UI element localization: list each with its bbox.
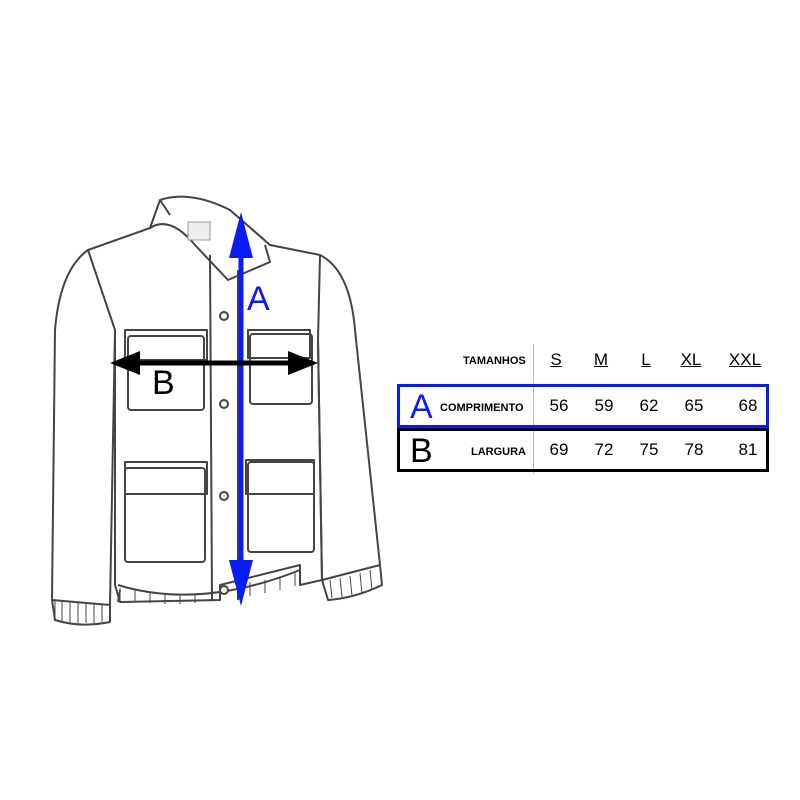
value-cell: 78 [684, 440, 704, 459]
value-cell: 72 [594, 440, 614, 459]
row-label: LARGURA [471, 446, 526, 458]
arrow-b-width [110, 351, 318, 375]
value-cell: 56 [549, 396, 569, 415]
value-cell: 65 [684, 396, 704, 415]
size-m: M [593, 350, 609, 369]
row-length: A COMPRIMENTO 56 59 62 65 68 [397, 384, 769, 428]
value-cell: 59 [594, 396, 614, 415]
row-width: B LARGURA 69 72 75 78 81 [397, 428, 769, 472]
row-letter-b: B [410, 432, 433, 470]
size-s: S [550, 350, 562, 369]
brand-label [187, 221, 211, 241]
label-b: B [152, 364, 175, 402]
value-cell: 69 [549, 440, 569, 459]
size-table: TAMANHOS S M L XL XXL A COMPRIMENTO 56 5… [397, 340, 769, 474]
left-sleeve [51, 249, 116, 606]
size-xxl: XXL [728, 350, 762, 369]
row-label: COMPRIMENTO [440, 402, 524, 414]
value-cell: 81 [738, 440, 758, 459]
value-cell: 75 [639, 440, 659, 459]
value-cell: 62 [639, 396, 659, 415]
size-l: L [641, 350, 651, 369]
sizes-header: TAMANHOS [463, 355, 526, 367]
value-cell: 68 [738, 396, 758, 415]
label-a: A [247, 280, 270, 318]
right-sleeve [317, 254, 381, 581]
row-letter-a: A [410, 388, 433, 426]
column-divider [533, 344, 534, 474]
size-xl: XL [680, 350, 702, 369]
arrow-a-length [229, 212, 253, 606]
